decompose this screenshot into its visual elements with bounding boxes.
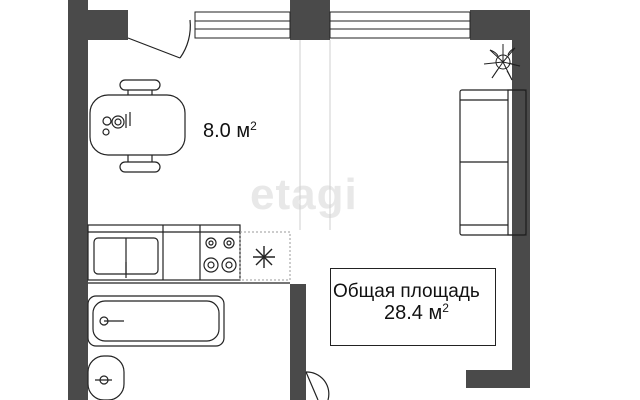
- table-top: [89, 94, 186, 156]
- bath-door: [305, 371, 330, 400]
- total-area-box: [330, 268, 496, 346]
- total-area-unit-sup: 2: [442, 301, 449, 315]
- entrance-door: [127, 19, 191, 59]
- wall-bath-corner: [290, 284, 306, 400]
- wall-bottom-right: [466, 370, 530, 388]
- snowflake-icon: [253, 246, 275, 268]
- total-area-value: 28.4 м: [384, 302, 443, 324]
- chair-top: [119, 79, 161, 91]
- burner-1: [205, 237, 217, 249]
- burner-3: [203, 257, 219, 273]
- wall-right: [512, 10, 530, 370]
- bathroom: [87, 282, 330, 400]
- kitchen-counter: [87, 224, 241, 281]
- windows: [194, 11, 471, 39]
- fridge: [239, 231, 291, 281]
- total-area-title: Общая площадь: [333, 281, 480, 302]
- plant-icon: [483, 44, 521, 81]
- window-left: [194, 11, 291, 39]
- dining-table: [89, 79, 186, 173]
- window-right: [329, 11, 471, 39]
- partitions: [299, 40, 331, 230]
- sofa: [459, 89, 527, 236]
- burner-2: [223, 237, 235, 249]
- wall-left: [68, 0, 88, 400]
- washbasin: [87, 355, 125, 400]
- kitchen-area-value: 8.0 м: [203, 120, 251, 142]
- watermark: etagi: [250, 170, 358, 219]
- plate: [111, 115, 125, 129]
- burner-4: [221, 257, 237, 273]
- kitchen-area-unit-sup: 2: [250, 119, 257, 133]
- chair-bottom: [119, 161, 161, 173]
- wall-top-left: [68, 10, 128, 40]
- walls: [68, 0, 530, 400]
- bathtub: [87, 295, 225, 347]
- kitchen-area-label: 8.0 м2: [203, 119, 257, 143]
- wall-top-mid: [290, 0, 330, 40]
- total-area-label: 28.4 м2: [384, 301, 449, 325]
